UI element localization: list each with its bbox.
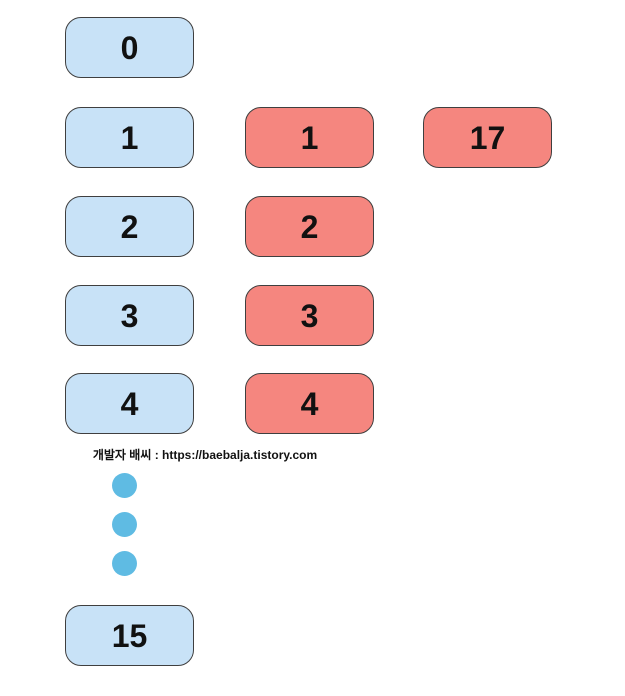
caption-text: 개발자 배씨 : https://baebalja.tistory.com <box>92 448 318 462</box>
blue-box-4: 4 <box>65 373 194 434</box>
red-box-2: 2 <box>245 196 374 257</box>
value-box: 17 <box>423 107 552 168</box>
red-box-1: 1 <box>245 107 374 168</box>
red-box-3: 3 <box>245 285 374 346</box>
ellipsis-dot-icon <box>112 512 137 537</box>
blue-box-2: 2 <box>65 196 194 257</box>
blue-box-15: 15 <box>65 605 194 666</box>
ellipsis-dot-icon <box>112 473 137 498</box>
blue-box-1: 1 <box>65 107 194 168</box>
red-box-4: 4 <box>245 373 374 434</box>
ellipsis-dot-icon <box>112 551 137 576</box>
blue-box-0: 0 <box>65 17 194 78</box>
blue-box-3: 3 <box>65 285 194 346</box>
